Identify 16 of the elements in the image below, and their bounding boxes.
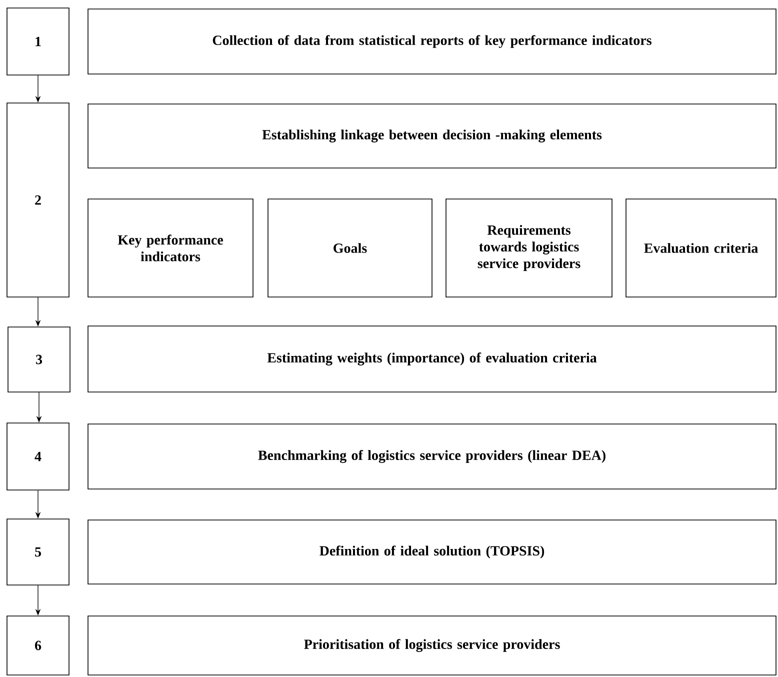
step-number-box: 3 xyxy=(8,326,70,392)
step-box: Definition of ideal solution (TOPSIS) xyxy=(88,520,776,584)
step-number-box: 2 xyxy=(6,102,70,298)
step-number-box: 6 xyxy=(6,616,70,676)
step-box: Establishing linkage between decision -making elements xyxy=(88,104,776,168)
step-number-box: 4 xyxy=(6,422,70,490)
step-box: Key performance indicators xyxy=(88,198,254,298)
step-number-box: 5 xyxy=(6,518,70,586)
step-box: Prioritisation of logistics service providers xyxy=(88,616,776,676)
step-box: Benchmarking of logistics service providers (linear DEA) xyxy=(88,424,776,490)
step-box: Estimating weights (importance) of evaluation criteria xyxy=(88,326,776,392)
step-box: Collection of data from statistical reports of key performance indicators xyxy=(88,8,776,74)
step-number-box: 1 xyxy=(6,8,70,76)
step-box: Goals xyxy=(268,198,432,298)
step-box: Evaluation criteria xyxy=(626,198,776,298)
step-box: Requirements towards logistics service providers xyxy=(446,198,612,298)
